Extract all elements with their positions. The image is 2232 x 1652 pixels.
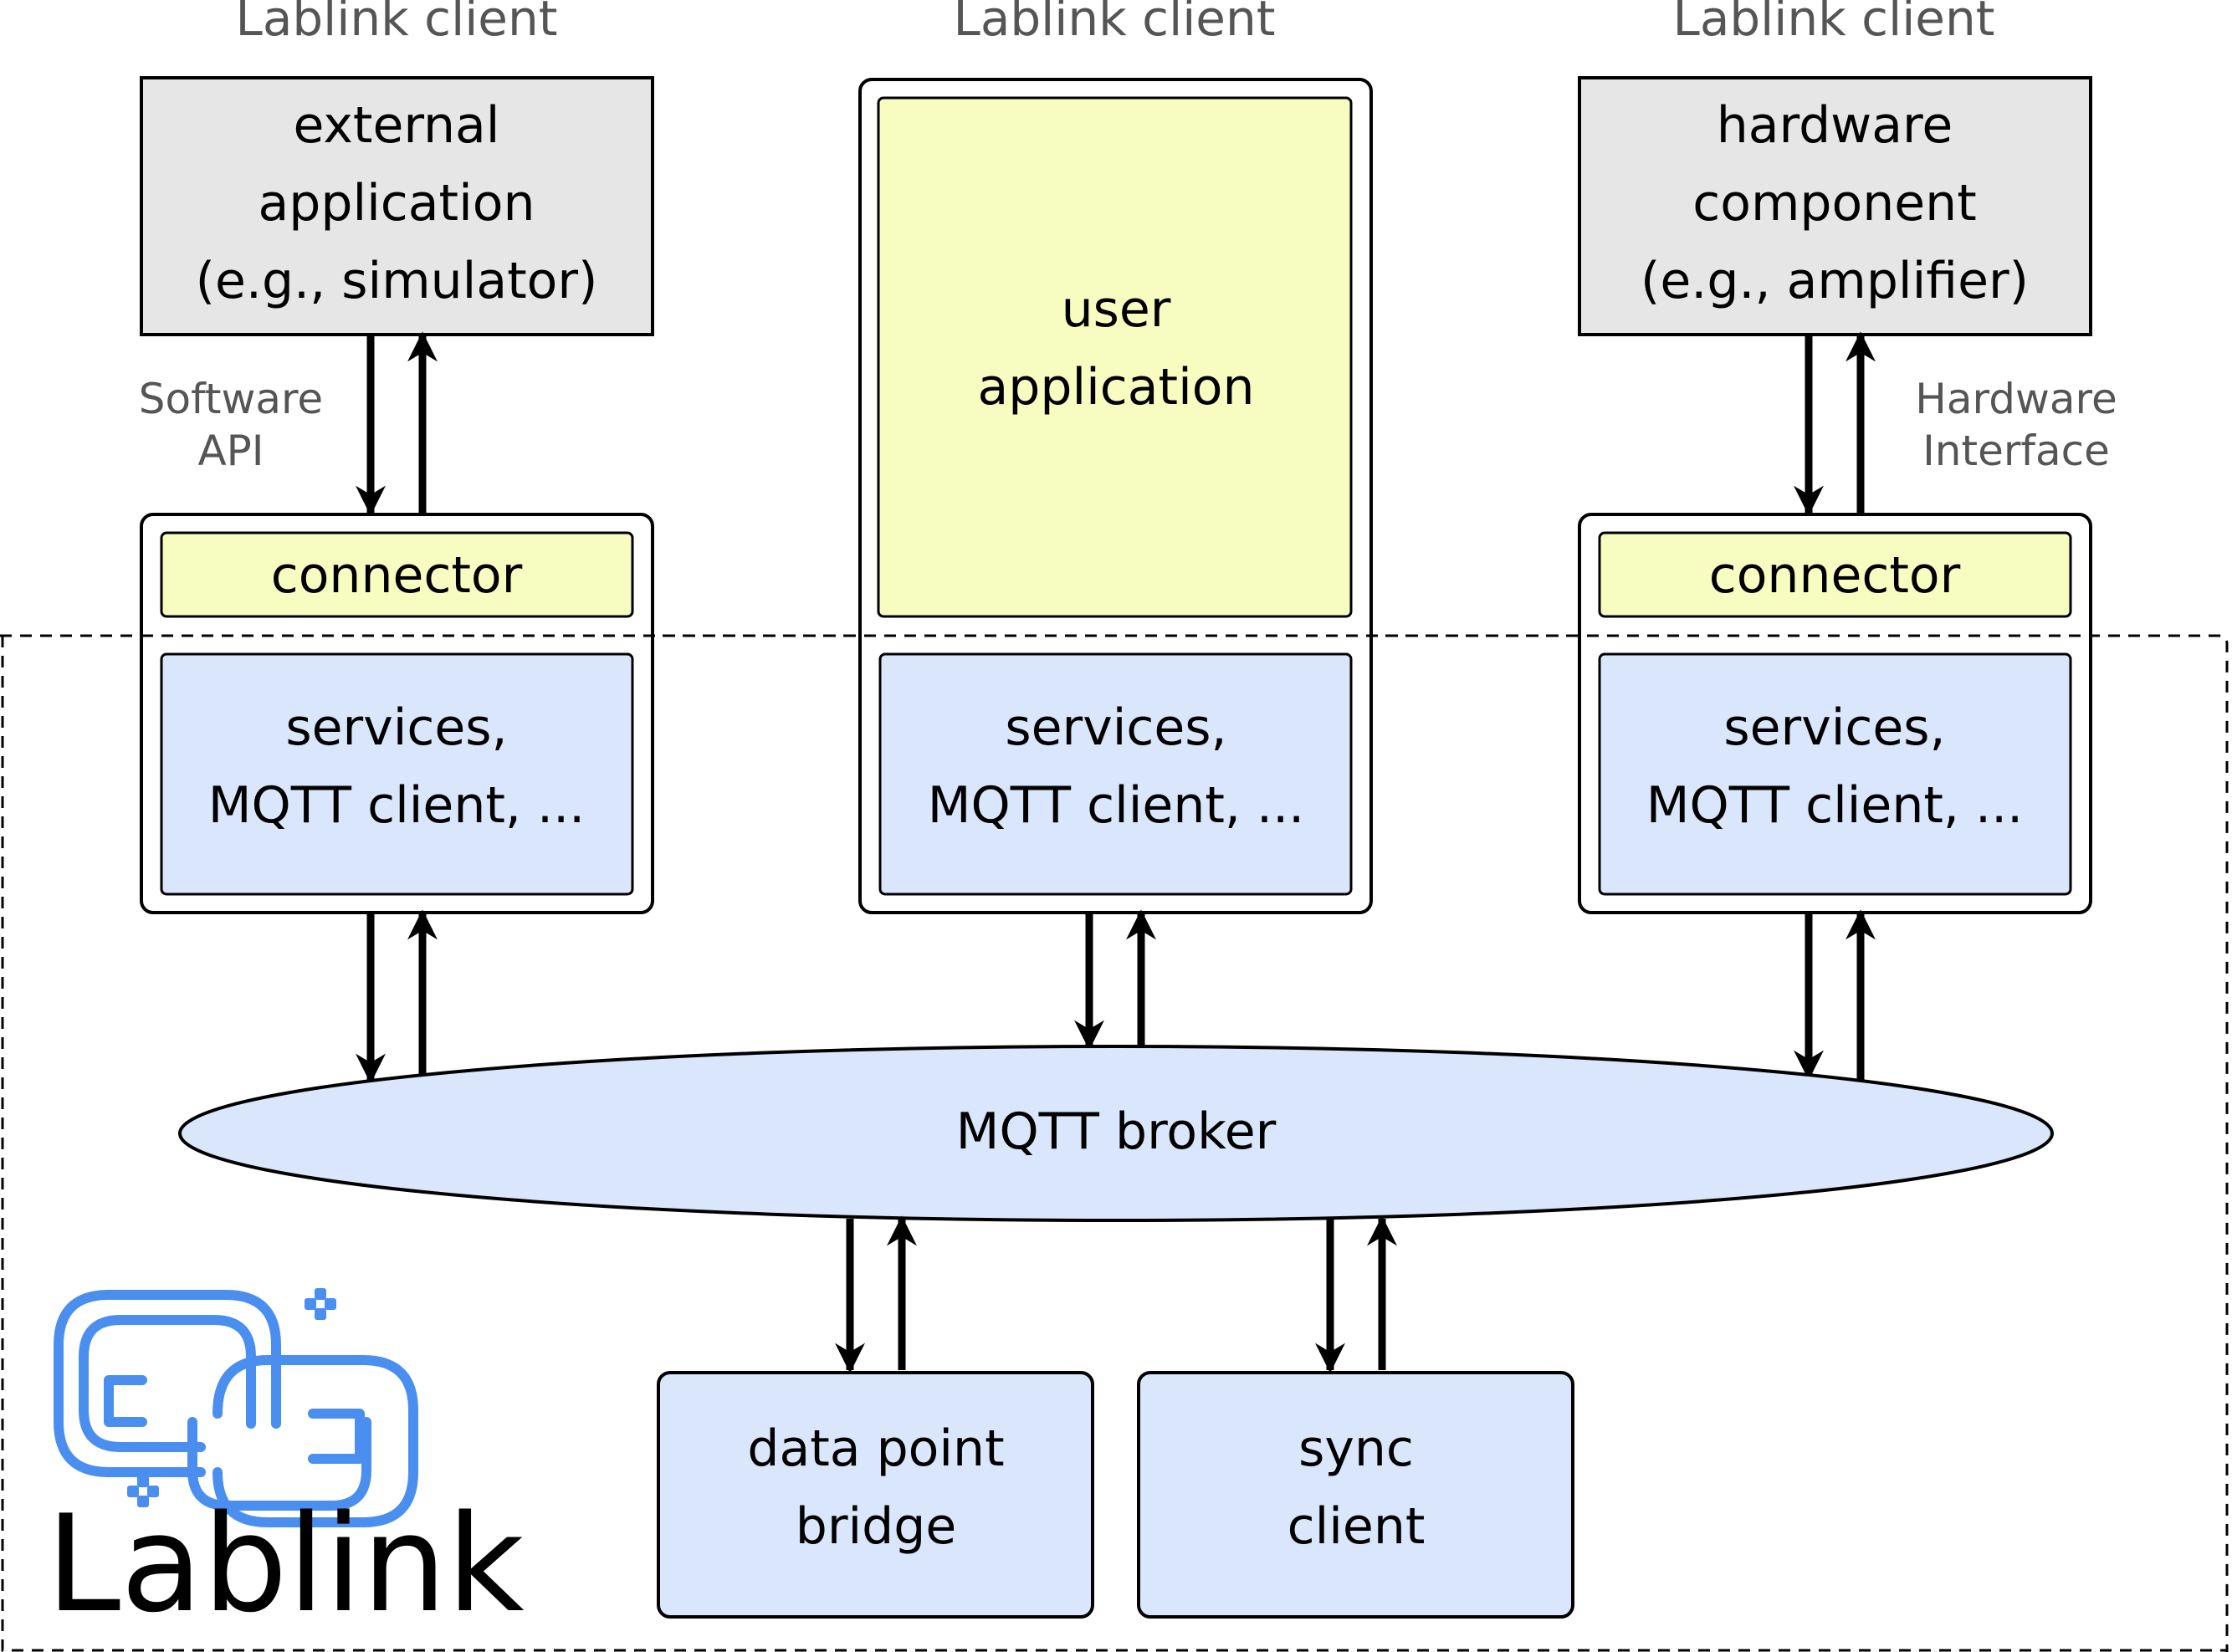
- connector-label-1: connector: [271, 546, 523, 605]
- sync-client-line-2: client: [1287, 1497, 1426, 1556]
- external-application-box: [140, 76, 654, 336]
- mqtt-broker-label: MQTT broker: [956, 1102, 1277, 1161]
- data-point-bridge-line-1: data point: [747, 1419, 1004, 1478]
- client-title-2: Lablink client: [954, 0, 1276, 47]
- services-label-1-line-2: MQTT client, ...: [208, 776, 585, 835]
- user-application-line-1: user: [1062, 280, 1171, 339]
- hardware-component-line-1: hardware: [1717, 96, 1953, 155]
- external-application-line-2: application: [259, 174, 535, 233]
- mqtt-broker: [178, 1045, 2054, 1222]
- services-label-3-line-2: MQTT client, ...: [1646, 776, 2023, 835]
- software-api-label-line-2: API: [197, 427, 264, 475]
- services-box-2: [878, 652, 1353, 896]
- services-label-2-line-1: services,: [1005, 698, 1226, 757]
- lablink-boundary-left: [1, 636, 2227, 1652]
- chain-link-icon: [54, 1290, 418, 1527]
- hardware-interface-label-line-2: Interface: [1922, 427, 2110, 475]
- services-label-2-line-2: MQTT client, ...: [928, 776, 1304, 835]
- connector-box-3: [1598, 531, 2072, 618]
- software-api-label-line-1: Software: [139, 375, 323, 423]
- services-label-3-line-1: services,: [1723, 698, 1945, 757]
- data-point-bridge-box: [657, 1371, 1094, 1619]
- external-application-line-1: external: [294, 96, 500, 155]
- services-box-1: [160, 652, 634, 896]
- lablink-boundary: [0, 634, 2229, 1652]
- services-label-1-line-1: services,: [285, 698, 507, 757]
- user-application-box: [877, 96, 1353, 618]
- hardware-component-line-3: (e.g., amplifier): [1641, 252, 2029, 310]
- sparkle-icon-top: [305, 1288, 336, 1320]
- client-title-3: Lablink client: [1673, 0, 1995, 47]
- hardware-component-box: [1578, 76, 2092, 336]
- client-title-1: Lablink client: [236, 0, 558, 47]
- external-application-line-3: (e.g., simulator): [196, 252, 598, 310]
- connector-box-1: [160, 531, 634, 618]
- connector-label-3: connector: [1709, 546, 1961, 605]
- sparkle-icon-bottom: [127, 1476, 159, 1507]
- hardware-component-line-2: component: [1692, 174, 1976, 233]
- sync-client-box: [1137, 1371, 1574, 1619]
- data-point-bridge-line-2: bridge: [796, 1497, 957, 1556]
- hardware-interface-label-line-1: Hardware: [1915, 375, 2117, 423]
- sync-client-line-1: sync: [1298, 1419, 1414, 1478]
- lablink-logo-text: Lablink: [46, 1486, 525, 1642]
- services-box-3: [1598, 652, 2072, 896]
- user-application-line-2: application: [978, 358, 1255, 417]
